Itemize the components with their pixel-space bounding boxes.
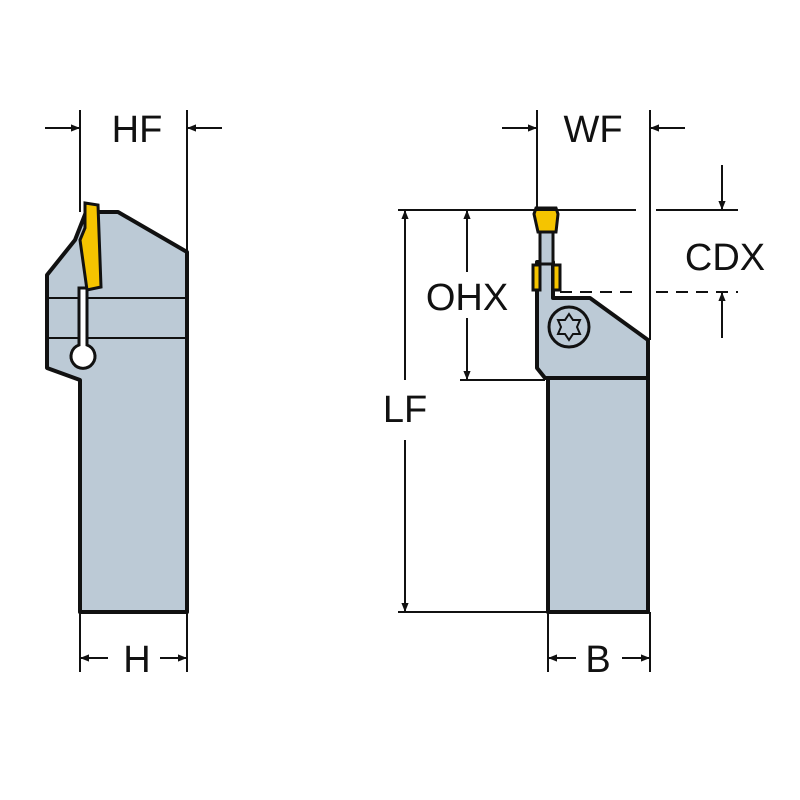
clamp-part [531, 263, 542, 292]
insert-side [78, 201, 103, 292]
side-view-tool: HF H [45, 109, 222, 681]
blade-neck [538, 228, 555, 266]
tool-body-side [45, 210, 189, 614]
label-wf: WF [563, 109, 622, 151]
label-cdx: CDX [685, 237, 765, 279]
torx-screw-icon [547, 305, 591, 349]
label-h: H [123, 639, 150, 681]
insert-front [532, 206, 560, 234]
label-b: B [585, 639, 610, 681]
front-view-tool: LF OHX WF CDX B [383, 109, 765, 681]
label-ohx: OHX [426, 277, 508, 319]
tool-shank-front [546, 376, 650, 614]
slot-relief [69, 286, 97, 370]
label-lf: LF [383, 389, 427, 431]
label-hf: HF [112, 109, 163, 151]
clamp-part [551, 263, 562, 292]
